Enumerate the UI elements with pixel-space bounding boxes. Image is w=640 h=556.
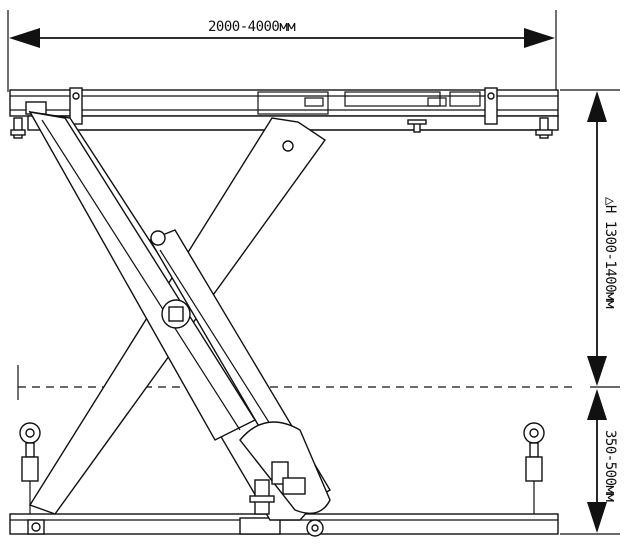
base-dimension: 350-500мм bbox=[560, 389, 620, 535]
cylinder-housing bbox=[239, 421, 331, 537]
top-platform bbox=[9, 87, 559, 139]
width-dimension: 2000-4000мм bbox=[7, 10, 557, 92]
width-label: 2000-4000мм bbox=[208, 19, 296, 35]
height-label: △H 1300-1400мм bbox=[602, 197, 618, 309]
center-pivot bbox=[161, 299, 191, 329]
right-leveling-foot bbox=[523, 422, 545, 514]
base-label: 350-500мм bbox=[602, 430, 618, 502]
height-dimension: △H 1300-1400мм bbox=[560, 89, 620, 388]
left-leveling-foot bbox=[19, 422, 41, 514]
